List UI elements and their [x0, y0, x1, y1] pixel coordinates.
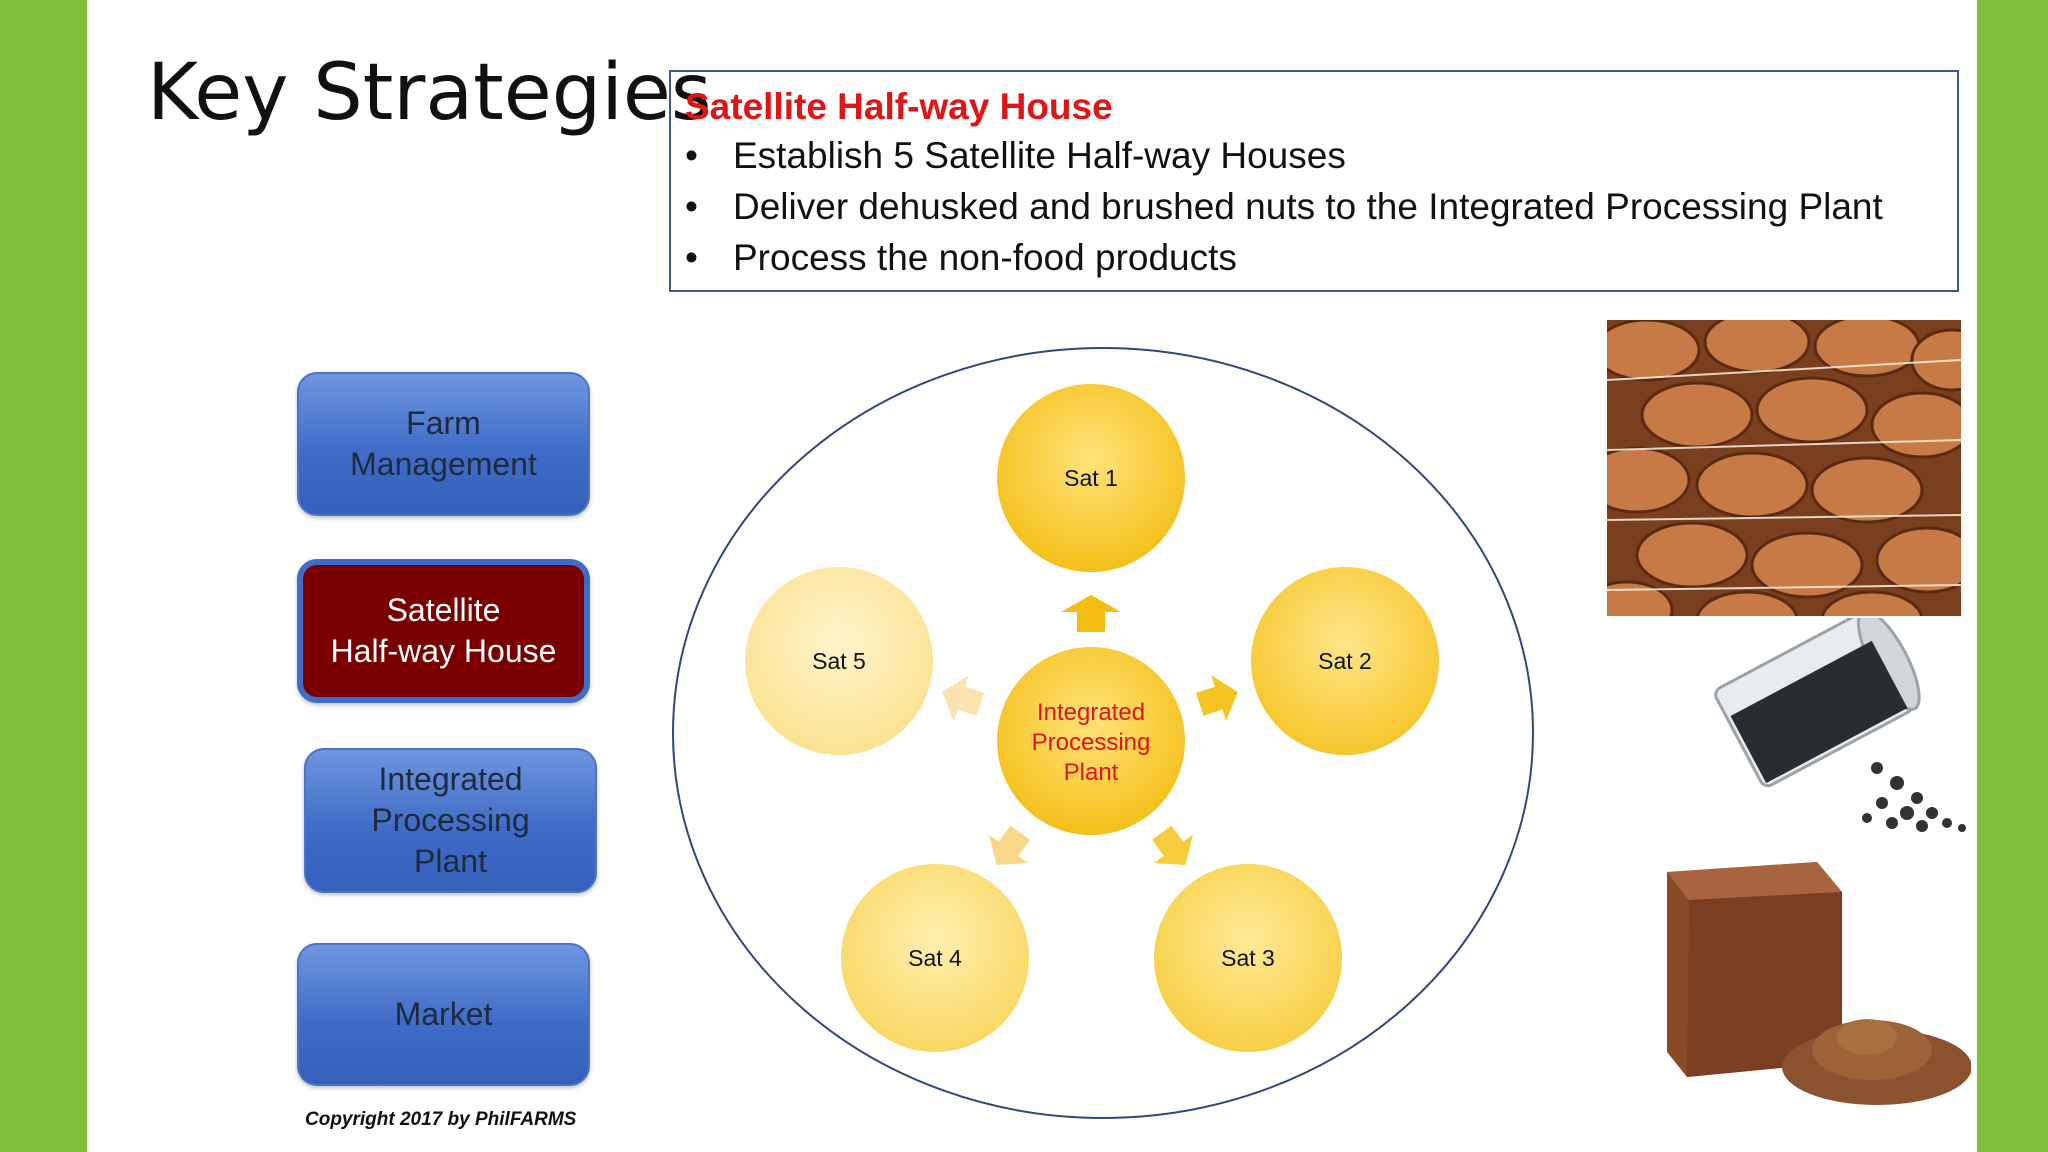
copyright-text: Copyright 2017 by PhilFARMS: [305, 1109, 577, 1130]
arrow-to-sat-5: [942, 675, 985, 721]
nav-button-market[interactable]: Market: [297, 943, 590, 1086]
arrow-to-sat-3: [1152, 825, 1193, 866]
arrow-up-sat-1: [1061, 595, 1121, 632]
nav-button-farm-management[interactable]: Farm Management: [297, 372, 590, 516]
center-label-line-3: Plant: [1064, 759, 1119, 786]
center-label-line-2: Processing: [1032, 729, 1151, 756]
coir-fiber-bundles-photo: [1607, 320, 1961, 616]
center-label-line-1: Integrated: [1037, 699, 1145, 726]
outer-boundary-ellipse: [672, 347, 1534, 1119]
sat-3-label: Sat 3: [1221, 945, 1275, 971]
sat-5-label: Sat 5: [812, 648, 866, 674]
sat-5-circle: [745, 567, 933, 755]
sat-4-circle: [841, 864, 1029, 1052]
sat-1-label: Sat 1: [1064, 465, 1118, 491]
sat-2-circle: [1251, 567, 1439, 755]
activated-carbon-jar-photo: [1707, 618, 1977, 840]
sat-4-label: Sat 4: [908, 945, 962, 971]
cocopeat-block-photo: [1627, 852, 1971, 1107]
info-heading: Satellite Half-way House: [685, 86, 1113, 127]
sat-3-circle: [1154, 864, 1342, 1052]
info-bullet-list: •Establish 5 Satellite Half-way Houses •…: [685, 130, 1943, 283]
info-box: Satellite Half-way House •Establish 5 Sa…: [669, 70, 1959, 292]
info-bullet: •Establish 5 Satellite Half-way Houses: [685, 135, 1346, 176]
arrow-to-sat-4: [989, 825, 1030, 866]
sat-2-label: Sat 2: [1318, 648, 1372, 674]
info-bullet: •Deliver dehusked and brushed nuts to th…: [685, 186, 1883, 227]
center-circle: [997, 647, 1185, 835]
nav-button-integrated-processing-plant[interactable]: Integrated Processing Plant: [304, 748, 597, 893]
sat-1-circle: [997, 384, 1185, 572]
arrow-to-sat-2: [1195, 675, 1238, 721]
nav-button-satellite-half-way-house[interactable]: Satellite Half-way House: [297, 559, 590, 703]
satellite-diagram: Sat 1 Sat 2 Sat 3 Sat 4 Sat 5 Integrated…: [672, 347, 1534, 1119]
info-bullet: •Process the non-food products: [685, 237, 1237, 278]
slide: Key Strategies Satellite Half-way House …: [87, 0, 1977, 1152]
page-title: Key Strategies: [147, 48, 712, 138]
